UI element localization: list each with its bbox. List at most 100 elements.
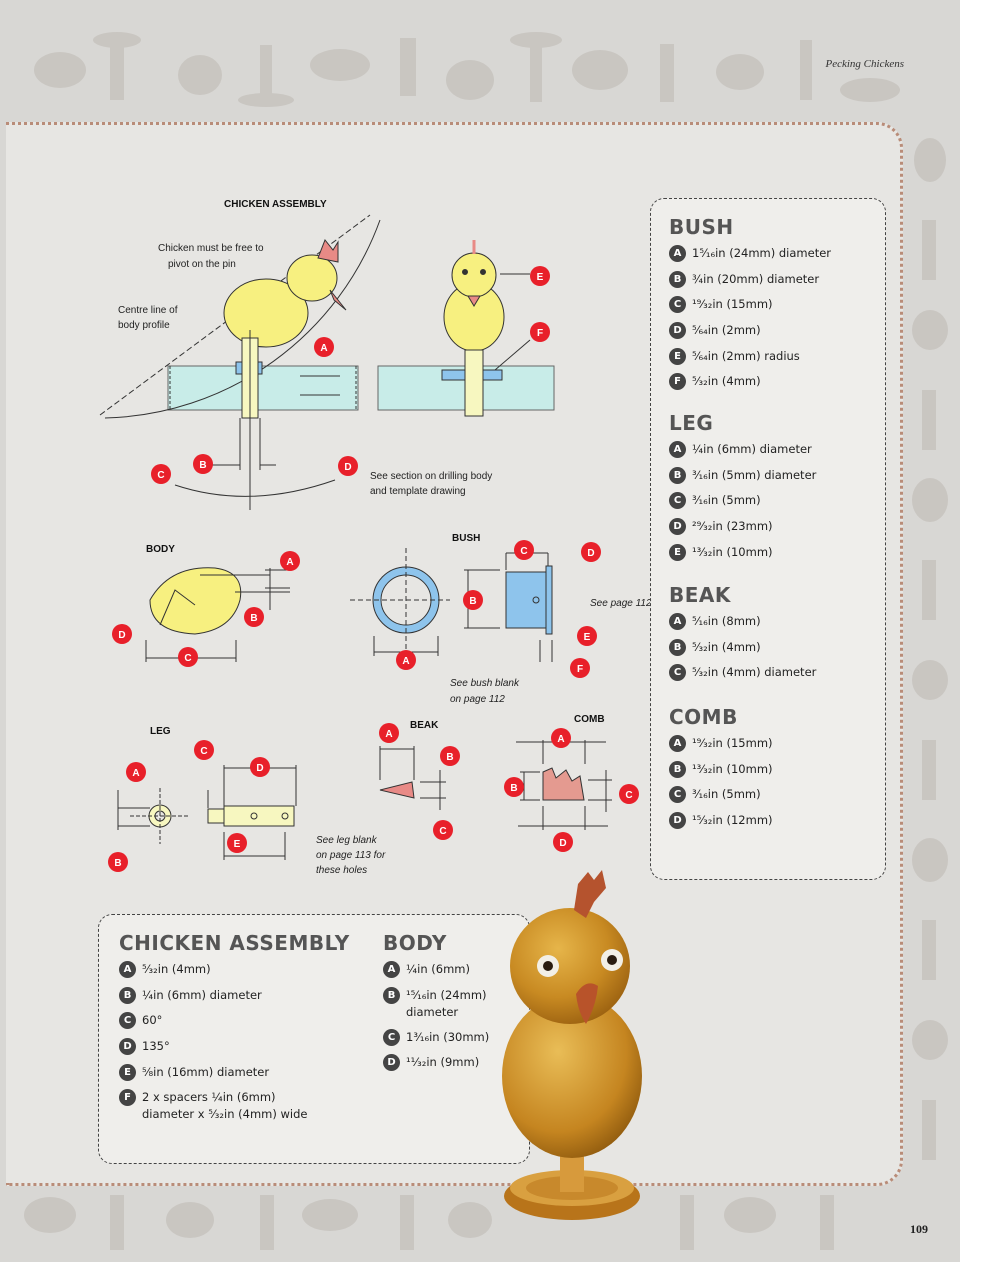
spec-value: ¾in (20mm) diameter	[692, 271, 820, 286]
spec-value: ¹³⁄₃₂in (10mm)	[692, 544, 773, 559]
svg-text:C: C	[520, 546, 527, 557]
spec-value: ⅝in (16mm) diameter	[142, 1064, 270, 1079]
spec-title: BUSH	[669, 215, 734, 239]
svg-text:B: B	[446, 752, 453, 763]
spec-value: ⁵⁄₃₂in (4mm)	[692, 374, 761, 389]
spec-value-line1: ¹⁵⁄₁₆in (24mm)	[406, 987, 487, 1002]
centre-note-line1: Centre line of	[118, 305, 178, 316]
svg-text:A: A	[402, 656, 409, 667]
leg-note-line1: See leg blank	[316, 835, 378, 846]
spec-key-badge: D	[383, 1054, 400, 1072]
svg-text:D: D	[559, 838, 566, 849]
svg-text:C: C	[157, 470, 164, 481]
spec-value: 1⁵⁄₁₆in (24mm) diameter	[692, 246, 832, 260]
marker-b-beak: B	[440, 746, 460, 766]
background-pattern	[24, 32, 948, 1250]
spec-value: 60°	[142, 1013, 163, 1028]
spec-key-badge: D	[669, 812, 686, 830]
spec-key-badge: E	[669, 347, 686, 365]
svg-text:C: C	[625, 790, 632, 801]
chicken-assembly-heading: CHICKEN ASSEMBLY	[224, 199, 327, 210]
running-head: Pecking Chickens	[825, 58, 905, 70]
svg-text:A: A	[320, 343, 327, 354]
diagram-markers: A B C D E F A B C D B C D A E F C D A E …	[108, 266, 639, 872]
spec-value: ¹⁵⁄₁₆in (24mm)diameter	[406, 987, 487, 1021]
marker-c-body: C	[178, 647, 198, 667]
svg-text:B: B	[510, 783, 517, 794]
spec-value: ²⁹⁄₃₂in (23mm)	[692, 519, 773, 534]
spec-value: ¼in (6mm) diameter	[692, 442, 812, 456]
svg-text:C: C	[439, 826, 446, 837]
spec-row: A 1⁵⁄₁₆in (24mm) diameter	[669, 245, 831, 271]
body-heading: BODY	[146, 544, 175, 555]
svg-text:B: B	[250, 613, 257, 624]
bush-page-note: See page 112	[590, 598, 652, 609]
spec-value: ¹⁹⁄₃₂in (15mm)	[692, 736, 773, 750]
bush-blank-note-line1: See bush blank	[450, 678, 520, 689]
marker-d-body: D	[112, 624, 132, 644]
specs-right-box: BUSH A 1⁵⁄₁₆in (24mm) diameter B ¾in (20mm…	[650, 198, 886, 880]
spec-value: ³⁄₁₆in (5mm)	[692, 787, 761, 802]
svg-text:A: A	[557, 734, 564, 745]
spec-key-badge: C	[669, 664, 686, 682]
marker-e-bush: E	[577, 626, 597, 646]
spec-key-badge: B	[669, 270, 686, 288]
spec-value: ⁵⁄₃₂in (4mm)	[142, 962, 211, 976]
svg-text:F: F	[537, 328, 543, 339]
spec-value: ¼in (6mm) diameter	[142, 987, 262, 1002]
marker-a-body: A	[280, 551, 300, 571]
svg-text:B: B	[114, 858, 121, 869]
spec-key-badge: C	[669, 786, 686, 804]
spec-key-badge: F	[669, 373, 686, 391]
marker-d-bush: D	[581, 542, 601, 562]
technical-drawing: CHICKEN ASSEMBLY Chicken must be free to…	[99, 199, 652, 876]
spec-value-line1: 2 x spacers ¼in (6mm)	[142, 1090, 276, 1105]
spec-key-badge: B	[669, 638, 686, 656]
svg-text:C: C	[184, 653, 191, 664]
svg-text:B: B	[469, 596, 476, 607]
svg-text:E: E	[537, 272, 544, 283]
marker-e-assembly: E	[530, 266, 550, 286]
spec-key-badge: C	[669, 492, 686, 510]
spec-key-badge: A	[669, 735, 686, 752]
marker-c-bush: C	[514, 540, 534, 560]
spec-row: E ⁵⁄₆₄in (2mm) radius	[669, 347, 831, 374]
spec-key-badge: B	[669, 466, 686, 484]
spec-row: B ¹⁵⁄₁₆in (24mm)diameter	[383, 986, 489, 1029]
drill-note-line2: and template drawing	[370, 486, 466, 497]
marker-f-assembly: F	[530, 322, 550, 342]
bush-drawing	[350, 548, 553, 662]
spec-key-badge: D	[119, 1038, 136, 1056]
spec-value: ⁵⁄₁₆in (8mm)	[692, 614, 761, 628]
marker-b-bush: B	[463, 590, 483, 610]
svg-text:E: E	[234, 839, 241, 850]
spec-key-badge: A	[669, 613, 686, 630]
marker-d-comb: D	[553, 832, 573, 852]
beak-drawing	[379, 746, 446, 810]
marker-e-leg: E	[227, 833, 247, 853]
spec-value: ⁵⁄₆₄in (2mm) radius	[692, 348, 800, 363]
spec-row: A ¹⁹⁄₃₂in (15mm)	[669, 735, 773, 761]
spec-key-badge: A	[669, 245, 686, 262]
spec-key-badge: C	[383, 1028, 400, 1046]
marker-c-assembly: C	[151, 464, 171, 484]
marker-b-comb: B	[504, 777, 524, 797]
spec-value: ¹⁵⁄₃₂in (12mm)	[692, 813, 773, 828]
page: Pecking Chickens CHICKEN ASSEMBLY Chicke…	[0, 0, 960, 1262]
leg-note-line2: on page 113 for	[316, 850, 386, 861]
marker-a-assembly: A	[314, 337, 334, 357]
comb-drawing	[516, 740, 612, 830]
marker-f-bush: F	[570, 658, 590, 678]
spec-key-badge: D	[669, 322, 686, 340]
